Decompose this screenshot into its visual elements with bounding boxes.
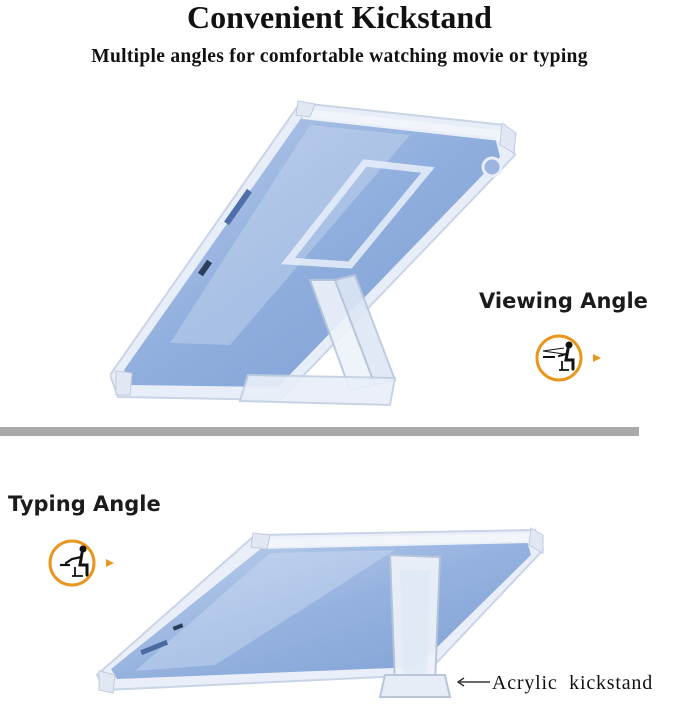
acrylic-kickstand-label: Acrylic kickstand	[492, 672, 654, 694]
pointer-arrow-icon	[456, 677, 490, 687]
page-title: Convenient Kickstand	[187, 0, 492, 35]
page-subtitle: Multiple angles for comfortable watching…	[91, 46, 588, 67]
person-typing-icon	[48, 539, 114, 587]
section-divider	[0, 427, 639, 436]
tablet-typing-angle-illustration	[95, 527, 545, 698]
viewing-angle-label: Viewing Angle	[479, 289, 648, 313]
tablet-viewing-angle-illustration	[110, 100, 517, 407]
person-watching-icon	[535, 334, 601, 382]
typing-angle-label: Typing Angle	[8, 492, 161, 516]
